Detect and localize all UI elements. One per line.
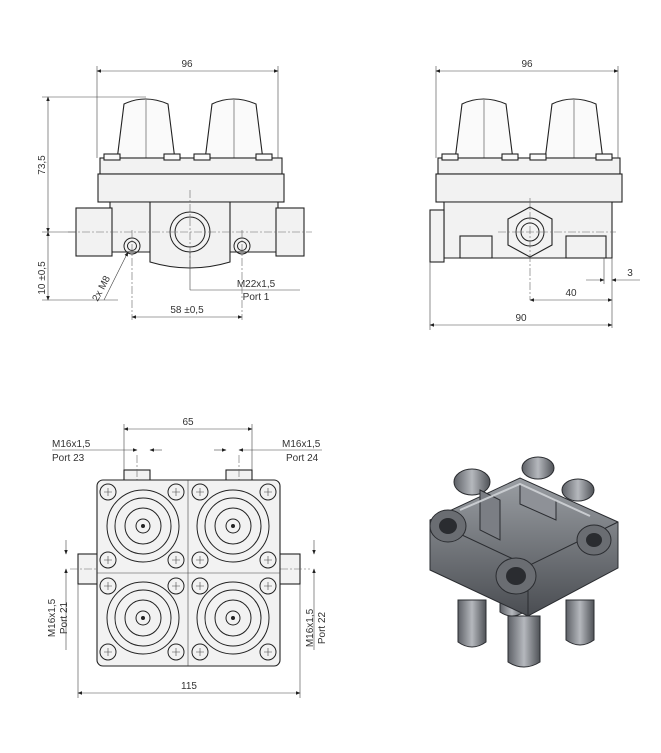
port22-name: Port 22: [317, 611, 328, 644]
bottom-chamber-21: [106, 581, 180, 655]
bottom-screws: [99, 483, 277, 661]
side-dim-width: 96: [521, 59, 533, 70]
front-dim-height: 73,5: [37, 155, 48, 175]
front-dim-spacing: 58 ±0,5: [170, 305, 204, 316]
bottom-dim-115: 115: [181, 681, 197, 692]
front-port-name: Port 1: [243, 292, 270, 303]
front-dim-offset: 10 ±0,5: [37, 261, 48, 295]
port23-thread: M16x1,5: [52, 439, 91, 450]
bottom-chamber-23: [106, 489, 180, 563]
port23-name: Port 23: [52, 453, 85, 464]
side-view: 96 3 40 90: [429, 59, 640, 330]
side-dim-total: 90: [515, 313, 527, 324]
front-body: [97, 173, 285, 203]
bottom-chamber-22: [196, 581, 270, 655]
port24-name: Port 24: [286, 453, 319, 464]
front-port-thread: M22x1,5: [237, 279, 276, 290]
iso-body: [429, 477, 619, 617]
side-dim-3: 3: [627, 268, 633, 279]
front-flange: [99, 157, 283, 175]
bottom-chamber-24: [196, 489, 270, 563]
port24-thread: M16x1,5: [282, 439, 321, 450]
isometric-view: [429, 456, 619, 668]
port21-thread: M16x1,5: [47, 598, 58, 637]
front-view: 96 73,5 10 ±0,5 2x M8 M22x1,5 Port 1 58 …: [37, 59, 312, 320]
port21-name: Port 21: [59, 601, 70, 634]
port22-thread: M16x1,5: [305, 608, 316, 647]
bottom-dim-65: 65: [182, 417, 194, 428]
front-dim-width: 96: [181, 59, 193, 70]
bottom-view: 65 M16x1,5 Port 23 M16x1,5 Port 24 M16x1…: [47, 417, 328, 698]
side-dim-40: 40: [565, 288, 577, 299]
